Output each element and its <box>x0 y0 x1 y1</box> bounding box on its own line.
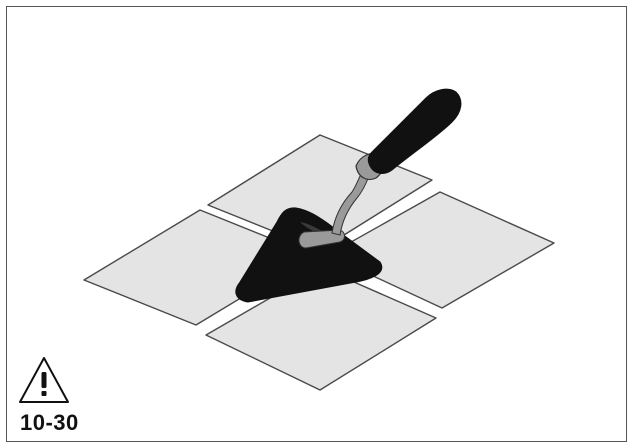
figure-code-label: 10-30 <box>20 410 79 435</box>
trowel-blade <box>235 207 383 303</box>
tile-right <box>327 191 555 309</box>
trowel-icon <box>235 88 462 303</box>
warning-triangle-icon <box>19 357 69 403</box>
trowel-shank-plate <box>298 229 345 249</box>
trowel-handle <box>367 88 462 174</box>
